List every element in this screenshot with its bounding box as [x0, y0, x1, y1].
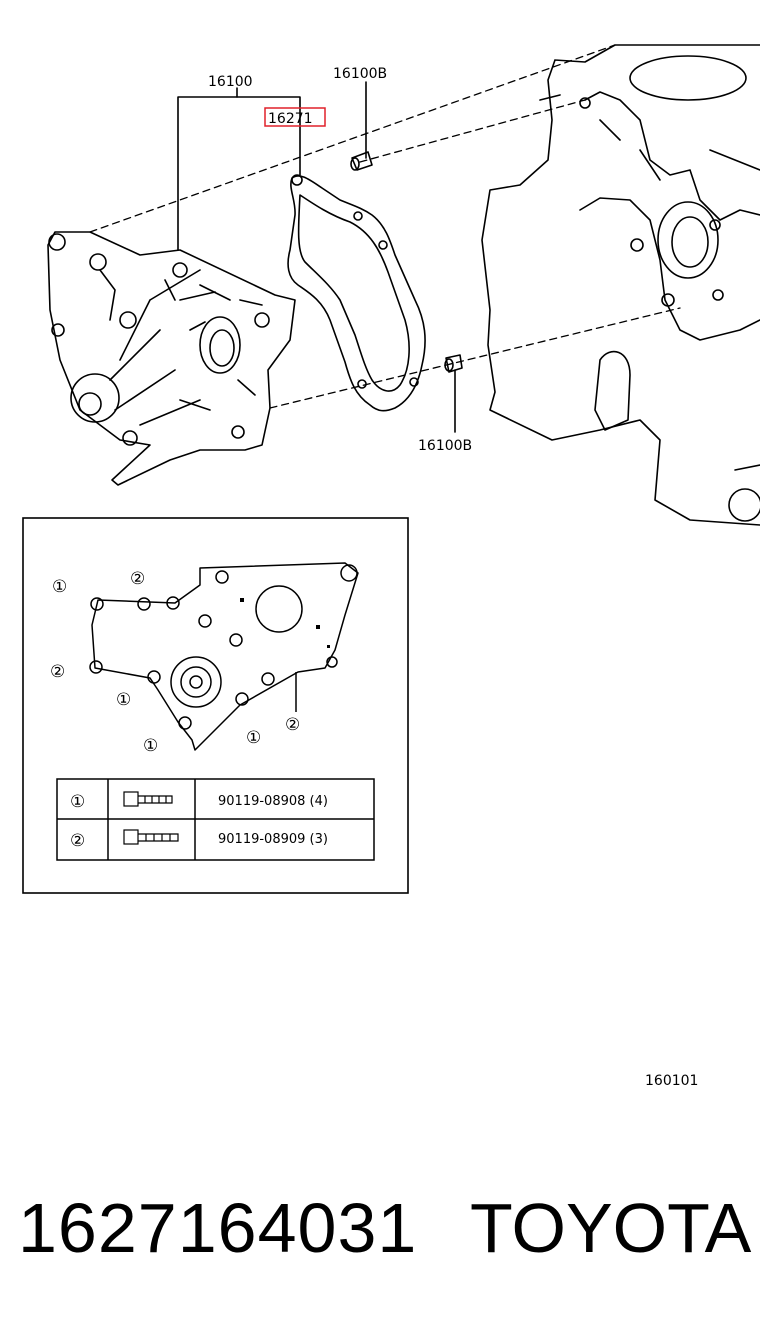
- dowel-pin-top: [350, 151, 373, 171]
- marker-1a: ①: [52, 577, 67, 597]
- alignment-lines: [89, 44, 681, 409]
- legend-part-1: 90119-08908 (4): [218, 794, 328, 809]
- marker-1c: ①: [143, 736, 158, 756]
- part-number: 1627164031: [18, 1189, 418, 1267]
- callout-16100b-bottom: 16100B: [418, 438, 472, 454]
- callout-leader-16100: [177, 87, 301, 251]
- bolt-icon-1: [123, 791, 173, 807]
- marker-2a: ②: [130, 569, 145, 589]
- bolt-icon-2: [123, 829, 179, 845]
- bolt-map-inset: ① ② ② ① ① ② ① ① ② 90119-08908 (4) 90119-…: [22, 517, 409, 894]
- legend-marker-1: ①: [70, 792, 85, 812]
- figure-code: 160101: [645, 1073, 698, 1089]
- callout-16100: 16100: [208, 74, 253, 90]
- water-pump-drawing: [47, 231, 296, 486]
- callout-16271: 16271: [268, 111, 313, 127]
- gasket-drawing: [287, 174, 426, 412]
- legend-part-2: 90119-08909 (3): [218, 832, 328, 847]
- dowel-pin-bottom: [444, 354, 463, 373]
- marker-2b: ②: [50, 662, 65, 682]
- bolt-legend-table: [56, 778, 375, 861]
- marker-1b: ①: [116, 690, 131, 710]
- marker-2c: ②: [285, 715, 300, 735]
- engine-block-drawing: [481, 44, 760, 526]
- marker-1d: ①: [246, 728, 261, 748]
- highlight-box: [264, 107, 326, 127]
- brand-name: TOYOTA: [470, 1189, 752, 1267]
- legend-marker-2: ②: [70, 831, 85, 851]
- callout-16100b-top: 16100B: [333, 66, 387, 82]
